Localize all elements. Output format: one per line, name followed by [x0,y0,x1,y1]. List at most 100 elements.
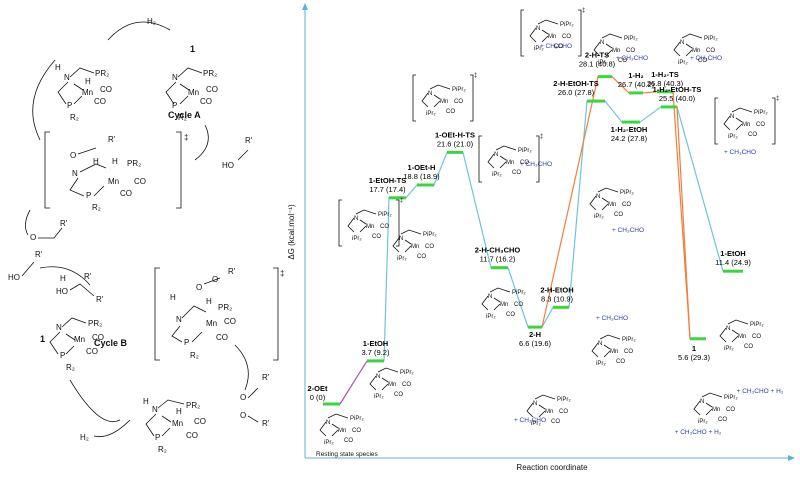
svg-text:R₂: R₂ [190,351,199,360]
energy-level-s14 [690,337,706,341]
svg-text:CO: CO [718,417,727,423]
svg-text:CO: CO [402,382,411,388]
x-axis-arrowhead [788,455,795,461]
svg-text:CO: CO [626,48,635,54]
cycle-b-arrow-right [234,344,249,391]
svg-text:Mn: Mn [82,88,93,97]
product-aldehyde: R' O [30,219,68,242]
svg-text:PiPr₂: PiPr₂ [518,148,532,154]
level-name-s4: 1-OEt-H-TS [435,130,475,139]
annotation-4: + CH₃CHO [520,161,552,168]
svg-text:‡: ‡ [582,8,585,14]
svg-text:CO: CO [698,58,707,64]
svg-text:N: N [600,40,604,46]
reaction-path-2 [383,100,724,361]
svg-text:H: H [112,157,118,166]
energy-level-s15 [723,269,743,273]
svg-text:N: N [494,152,498,158]
svg-text:iPr₂: iPr₂ [397,256,407,262]
svg-text:iPr₂: iPr₂ [486,314,496,320]
level-value-s9: 28.1 (40.8) [579,60,616,69]
svg-text:iPr₂: iPr₂ [724,346,734,352]
cycle-a-arrow-right [194,124,209,161]
resting-state-note: Resting state species [316,451,379,458]
level-name-s6: 2-H [529,330,541,339]
level-name-s3: 1-OEt-H [408,163,436,172]
svg-text:R': R' [262,419,270,428]
svg-text:CO: CO [417,254,426,260]
svg-text:Mn: Mn [738,334,746,340]
svg-text:R': R' [228,267,236,276]
svg-text:R₂: R₂ [158,445,167,454]
svg-text:Mn: Mn [366,224,374,230]
svg-text:Mn: Mn [610,349,618,355]
svg-text:Mn: Mn [172,419,183,428]
svg-text:CO: CO [562,34,571,40]
svg-text:PiPr₂: PiPr₂ [622,337,636,343]
svg-text:Mn: Mn [612,48,620,54]
svg-text:CO: CO [120,189,132,198]
svg-text:Mn: Mn [742,122,750,128]
svg-text:Mn: Mn [108,177,119,186]
svg-text:‡: ‡ [184,133,188,142]
svg-text:CO: CO [200,97,212,106]
svg-text:N: N [598,341,602,347]
svg-text:N: N [730,114,734,120]
energy-level-s10 [622,120,640,124]
energy-level-s7 [553,305,569,309]
svg-text:PiPr₂: PiPr₂ [620,190,634,196]
annotation-5: + CH₃CHO [612,227,644,234]
svg-text:iPr₂: iPr₂ [678,60,688,66]
svg-text:‡: ‡ [474,73,477,79]
arrow-h2-release [107,21,171,41]
energy-level-s11 [629,91,643,95]
level-name-s11: 1-H₂ [628,71,643,80]
svg-text:PiPr₂: PiPr₂ [750,322,764,328]
structure-catalyst-1-left: N PR₂ Mn CO CO P R₂ [49,317,104,372]
svg-text:N: N [64,73,70,82]
energy-level-s4 [447,150,463,154]
level-name-s9: 2-H-TS [585,51,609,60]
svg-text:R₂: R₂ [178,113,187,122]
annotation-2: + CH₃CHO [616,55,648,62]
svg-text:PiPr₂: PiPr₂ [400,370,414,376]
svg-text:CO: CO [752,334,761,340]
h2-product-top: H₂ [147,17,156,26]
svg-text:CO: CO [706,48,715,54]
svg-text:CO: CO [186,431,198,440]
svg-text:Mn: Mn [712,407,720,413]
svg-text:Mn: Mn [440,99,448,105]
level-value-s7: 8.3 (10.9) [541,294,574,303]
catalyst-label-top: 1 [190,44,195,54]
svg-text:CO: CO [94,97,106,106]
svg-text:CO: CO [380,224,389,230]
svg-text:CO: CO [744,344,753,350]
level-name-s8: 2-H-EtOH-TS [553,79,598,88]
svg-text:PiPr₂: PiPr₂ [704,36,718,42]
svg-text:N: N [533,401,537,407]
svg-text:CO: CO [224,317,236,326]
level-name-s7: 2-H-EtOH [540,285,573,294]
svg-text:Mn: Mn [500,302,508,308]
svg-text:Mn: Mn [411,244,419,250]
svg-text:N: N [172,73,178,82]
y-axis-arrowhead [302,3,308,10]
cycle-a-arrow-down [25,209,31,236]
y-axis-label: ΔG (kcal.mol⁻¹) [287,204,296,260]
svg-text:R': R' [35,250,43,259]
structure-mn-h-top: H N H PR₂ Mn CO CO P R₂ [55,63,112,122]
svg-text:CO: CO [92,333,104,342]
svg-text:CO: CO [756,122,765,128]
h2-product-bottom: H₂ [80,433,89,442]
svg-text:R': R' [96,295,104,304]
catalyst-label-left: 1 [40,334,45,344]
svg-text:‡: ‡ [540,134,543,140]
